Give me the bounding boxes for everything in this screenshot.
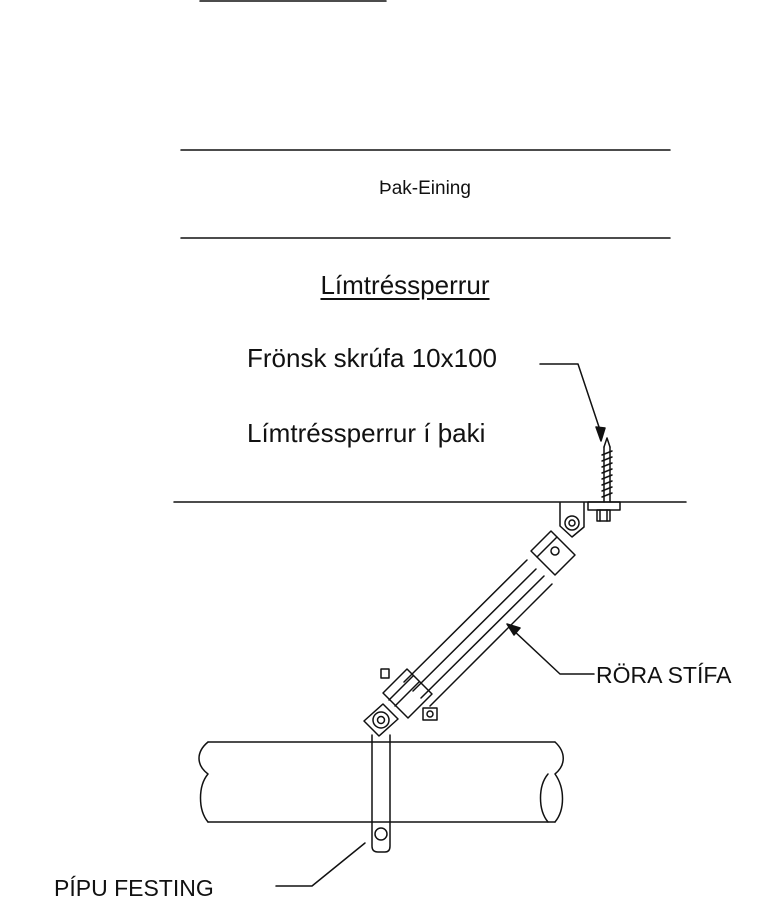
upper-clamp bbox=[530, 530, 576, 576]
screw bbox=[601, 437, 613, 503]
pipe-clamp-leader bbox=[275, 842, 366, 887]
top-bracket bbox=[559, 501, 621, 538]
glulam-in-roof-label: Límtréssperrur í þaki bbox=[247, 418, 486, 448]
screw-label: Frönsk skrúfa 10x100 bbox=[247, 343, 498, 373]
brace-leader bbox=[512, 629, 595, 675]
pipe-strap bbox=[371, 734, 391, 853]
pipe-brace-label: RÖRA STÍFA bbox=[596, 662, 732, 688]
glulam-title: Límtréssperrur bbox=[320, 270, 490, 300]
pipe bbox=[198, 741, 564, 823]
swivel-joint bbox=[363, 703, 399, 737]
roof-unit-label: Þak-Eining bbox=[379, 178, 471, 199]
brace-leader-arrow bbox=[506, 623, 521, 636]
screw-leader bbox=[539, 363, 602, 434]
pipe-bracket-label: PÍPU FESTING bbox=[54, 875, 214, 901]
lower-clamp bbox=[380, 668, 438, 721]
brace-tube bbox=[403, 559, 553, 707]
screw-leader-arrow bbox=[595, 426, 606, 442]
